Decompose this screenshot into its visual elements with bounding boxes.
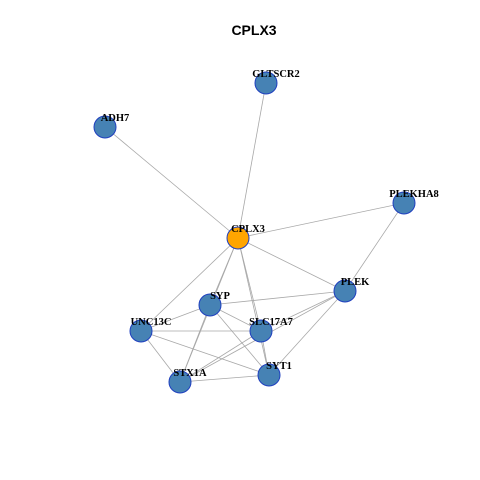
- node-syt1: [257, 363, 281, 387]
- edge-stx1a-syt1: [179, 374, 270, 383]
- node-syp: [198, 293, 222, 317]
- edge-syp-stx1a: [179, 304, 211, 383]
- node-slc17a7: [249, 319, 273, 343]
- edge-plek-slc17a7: [260, 290, 346, 332]
- node-label-gltscr2: GLTSCR2: [252, 69, 299, 80]
- node-label-cplx3: CPLX3: [231, 224, 265, 235]
- node-label-slc17a7: SLC17A7: [249, 317, 293, 328]
- edge-cplx3-gltscr2: [237, 82, 267, 239]
- node-unc13c: [129, 319, 153, 343]
- edge-plekha8-plek: [344, 202, 405, 292]
- node-adh7: [93, 115, 117, 139]
- node-cplx3: [226, 226, 250, 250]
- node-label-unc13c: UNC13C: [131, 317, 172, 328]
- node-label-syp: SYP: [210, 291, 230, 302]
- node-stx1a: [168, 370, 192, 394]
- node-label-syt1: SYT1: [266, 361, 292, 372]
- edge-slc17a7-stx1a: [179, 330, 262, 383]
- node-layer: [93, 71, 416, 394]
- edge-plek-syp: [209, 290, 346, 306]
- edge-unc13c-syt1: [140, 330, 270, 376]
- node-label-stx1a: STX1A: [173, 368, 207, 379]
- node-label-plek: PLEK: [341, 277, 370, 288]
- diagram-title: CPLX3: [231, 22, 276, 38]
- edge-cplx3-plekha8: [237, 202, 405, 239]
- edge-cplx3-plek: [237, 237, 346, 292]
- node-gltscr2: [254, 71, 278, 95]
- node-plekha8: [392, 191, 416, 215]
- edge-syp-unc13c: [140, 304, 211, 332]
- node-label-adh7: ADH7: [101, 113, 130, 124]
- edge-cplx3-unc13c: [140, 237, 239, 332]
- edge-cplx3-syt1: [237, 237, 270, 376]
- node-plek: [333, 279, 357, 303]
- edge-syp-syt1: [209, 304, 270, 376]
- edge-cplx3-adh7: [104, 126, 239, 239]
- node-label-plekha8: PLEKHA8: [389, 189, 439, 200]
- edge-plek-syt1: [268, 290, 346, 376]
